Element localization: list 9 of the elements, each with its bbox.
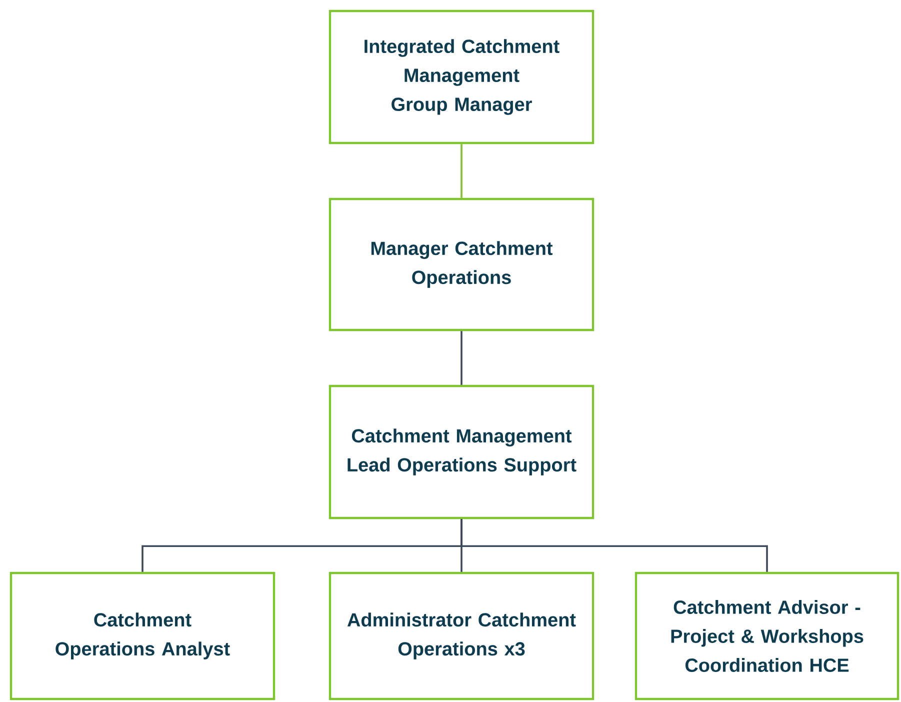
connector-line <box>460 519 768 572</box>
org-box: Integrated Catchment Management Group Manager <box>328 10 594 144</box>
connector-line <box>460 331 462 385</box>
connector-line <box>460 144 462 198</box>
org-box: Catchment Operations Analyst <box>10 572 276 700</box>
org-box: Administrator Catchment Operations x3 <box>328 572 594 700</box>
org-box: Catchment Advisor - Project & Workshops Coordination HCE <box>634 572 900 700</box>
org-box: Manager Catchment Operations <box>328 198 594 332</box>
org-box: Catchment Management Lead Operations Support <box>328 384 594 520</box>
